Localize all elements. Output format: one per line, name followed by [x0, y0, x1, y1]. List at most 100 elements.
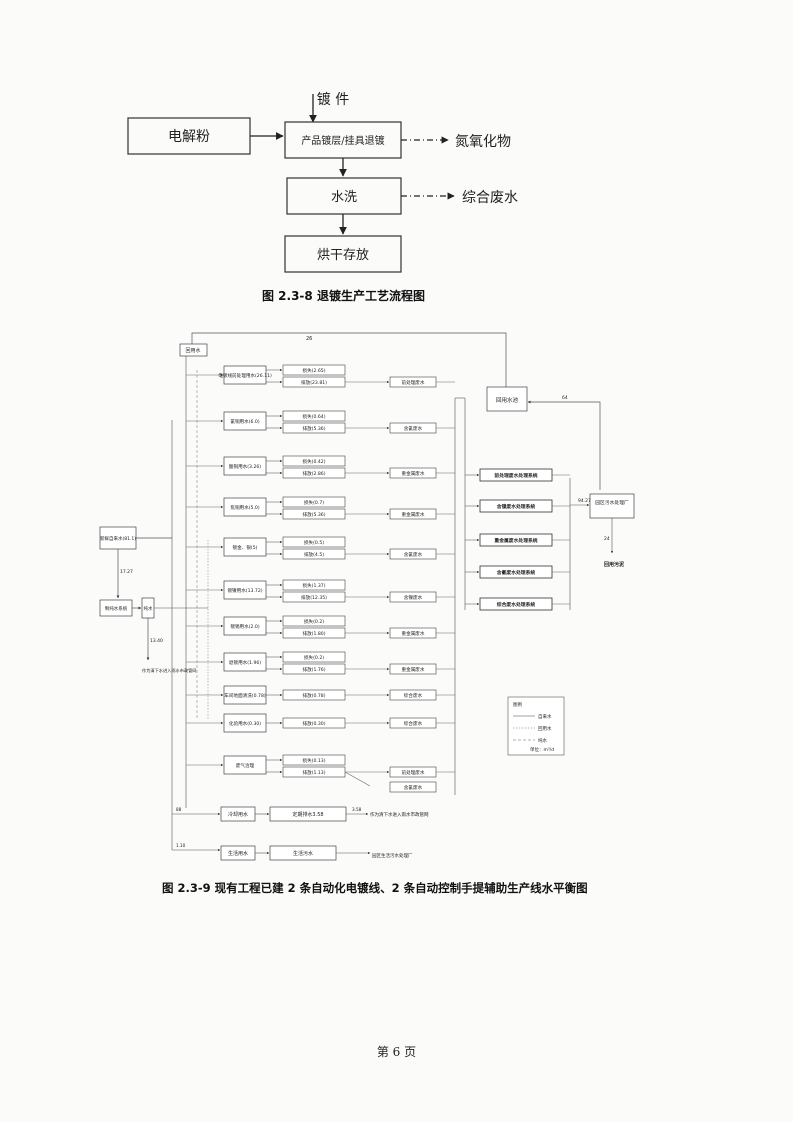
svg-text:1.10: 1.10: [176, 843, 186, 848]
legend-box: [507, 696, 565, 756]
dry-store-box: [284, 235, 402, 273]
loss-label: 损失(1.37): [302, 582, 325, 589]
unit-label: 镀锡用水(2.0): [230, 623, 259, 630]
svg-text:回用水: 回用水: [538, 725, 552, 732]
process-unit-5: 镀镍用水(13.72)损失(1.37)排放(12.35)含镍废水: [186, 579, 455, 603]
unit-label: 氰铜用水(6.0): [230, 418, 259, 425]
svg-text:3.58: 3.58: [352, 807, 362, 812]
treatment-system-1: 含镍废水处理系统: [465, 499, 570, 513]
svg-text:园区生活污水处理厂: 园区生活污水处理厂: [372, 852, 413, 859]
svg-text:定期排水3.58: 定期排水3.58: [292, 811, 323, 818]
loss-box: [282, 496, 346, 508]
loss-label: 损失(0.13): [302, 757, 325, 764]
treatment-systems: 前处理废水处理系统含镍废水处理系统重金属废水处理系统含氰废水处理系统综合废水处理…: [465, 468, 570, 611]
treatment-label: 重金属废水处理系统: [494, 537, 537, 544]
discharge-label: 排放(2.86): [302, 470, 325, 477]
discharge-label: 排放(12.35): [301, 594, 327, 601]
process-unit-9: 化验用水(0.30)排放(0.30)综合废水: [186, 713, 455, 733]
loss-box: [282, 615, 346, 627]
svg-text:26: 26: [306, 336, 312, 342]
wastewater-label: 前处理废水: [402, 769, 425, 776]
wastewater-label: 含氰废水: [404, 425, 423, 432]
svg-text:图例: 图例: [513, 701, 522, 708]
unit-label: 酸铜用水(3.26): [229, 463, 261, 470]
unit-box: [223, 456, 267, 476]
unit-box: [223, 497, 267, 517]
discharge-label: 排放(0.78): [302, 692, 325, 699]
wastewater-label: 综合废水: [404, 720, 423, 727]
unit-label: 镀金、银(5): [233, 544, 258, 551]
unit-box: [223, 616, 267, 636]
unit-box: [223, 411, 267, 431]
unit-box: [223, 652, 267, 672]
treatment-system-4: 综合废水处理系统: [465, 597, 570, 611]
treatment-label: 含氰废水处理系统: [497, 569, 536, 576]
discharge-label: 排放(1.13): [302, 769, 325, 776]
park-plant-box: [589, 493, 635, 519]
process-unit-6: 镀锡用水(2.0)损失(0.2)排放(1.80)重金属废水: [186, 615, 455, 639]
nox-output: 氮氧化物: [455, 134, 511, 150]
wastewater-label: 重金属废水: [402, 470, 425, 477]
svg-text:自来水: 自来水: [538, 713, 552, 720]
loss-label: 损失(0.64): [302, 413, 325, 420]
exhaust-cyanide: 含氰废水: [344, 771, 437, 793]
loss-box: [282, 364, 346, 376]
wastewater-label: 含氰废水: [404, 551, 423, 558]
unit-label: 电镀线前处理用水(26.11): [218, 372, 272, 379]
recycle-water-box: [179, 343, 208, 357]
loss-box: [282, 754, 346, 766]
svg-text:冷却用水: 冷却用水: [228, 811, 248, 818]
exhaust-cyanide-box: [389, 781, 437, 793]
svg-text:94.27: 94.27: [578, 498, 591, 504]
discharge-label: 排放(1.80): [302, 630, 325, 637]
discharge-label: 排放(4.5): [304, 551, 324, 558]
discharge-label: 排放(23.81): [301, 379, 327, 386]
unit-label: 焦铜用水(5.0): [230, 504, 259, 511]
fig2: 26 回用水 回用水池 64 新鲜自来水(81.1) 17.27 制纯水系统 纯…: [99, 332, 635, 861]
svg-text:13.40: 13.40: [150, 638, 163, 644]
svg-text:88: 88: [176, 807, 182, 812]
svg-text:作为清下水进入雨水市政管网: 作为清下水进入雨水市政管网: [370, 811, 429, 818]
loss-box: [282, 579, 346, 591]
treatment-system-2: 重金属废水处理系统: [465, 533, 570, 547]
loss-box: [282, 536, 346, 548]
wastewater-label: 重金属废水: [402, 511, 425, 518]
loss-box: [282, 410, 346, 422]
unit-label: 废气治理: [236, 762, 255, 769]
treatment-label: 含镍废水处理系统: [497, 503, 536, 510]
treatment-system-0: 前处理废水处理系统: [465, 468, 570, 482]
svg-text:24: 24: [604, 536, 610, 542]
fig1-caption: 图 2.3-8 退镀生产工艺流程图: [262, 289, 425, 303]
svg-text:回用水: 回用水: [185, 347, 200, 354]
loss-box: [282, 455, 346, 467]
unit-label: 车间地面清洗(0.78): [224, 692, 266, 699]
loss-label: 损失(2.65): [302, 367, 325, 374]
discharge-label: 排放(0.30): [302, 720, 325, 727]
unit-label: 镀镍用水(13.72): [227, 587, 262, 594]
svg-text:生活用水: 生活用水: [228, 850, 248, 857]
process-unit-0: 电镀线前处理用水(26.11)损失(2.65)排放(23.81)前处理废水: [186, 364, 455, 388]
input-workpiece: 镀 件: [317, 91, 349, 108]
fig1: 镀 件 电解粉 产品镀层/挂具退镀 氮氧化物 水洗 综合废水 烘干存放: [127, 91, 518, 273]
discharge-label: 排放(5.36): [302, 425, 325, 432]
loss-label: 损失(0.42): [302, 458, 325, 465]
wastewater-label: 重金属废水: [402, 666, 425, 673]
unit-box: [223, 580, 267, 600]
fig2-caption: 图 2.3-9 现有工程已建 2 条自动化电镀线、2 条自动控制手提辅助生产线水…: [162, 881, 588, 895]
svg-text:纯水: 纯水: [144, 605, 153, 612]
svg-text:单位：m³/d: 单位：m³/d: [530, 746, 554, 753]
process-unit-8: 车间地面清洗(0.78) 排放(0.78) 综合废水: [186, 685, 455, 705]
exhaust-branch-line: [344, 771, 371, 787]
wastewater-label: 综合废水: [404, 692, 423, 699]
unit-label: 退镀用水(1.96): [229, 659, 261, 666]
process-unit-10: 废气治理 损失(0.13) 排放(1.13) 前处理废水: [186, 754, 455, 778]
sludge-output: 回用污泥: [604, 561, 624, 568]
svg-text:制纯水系统: 制纯水系统: [105, 605, 128, 612]
svg-text:生活污水: 生活污水: [293, 850, 313, 857]
process-unit-4: 镀金、银(5)损失(0.5)排放(4.5)含氰废水: [186, 536, 455, 560]
unit-box: [223, 537, 267, 557]
treatment-label: 综合废水处理系统: [497, 601, 536, 608]
treatment-label: 前处理废水处理系统: [494, 472, 537, 479]
